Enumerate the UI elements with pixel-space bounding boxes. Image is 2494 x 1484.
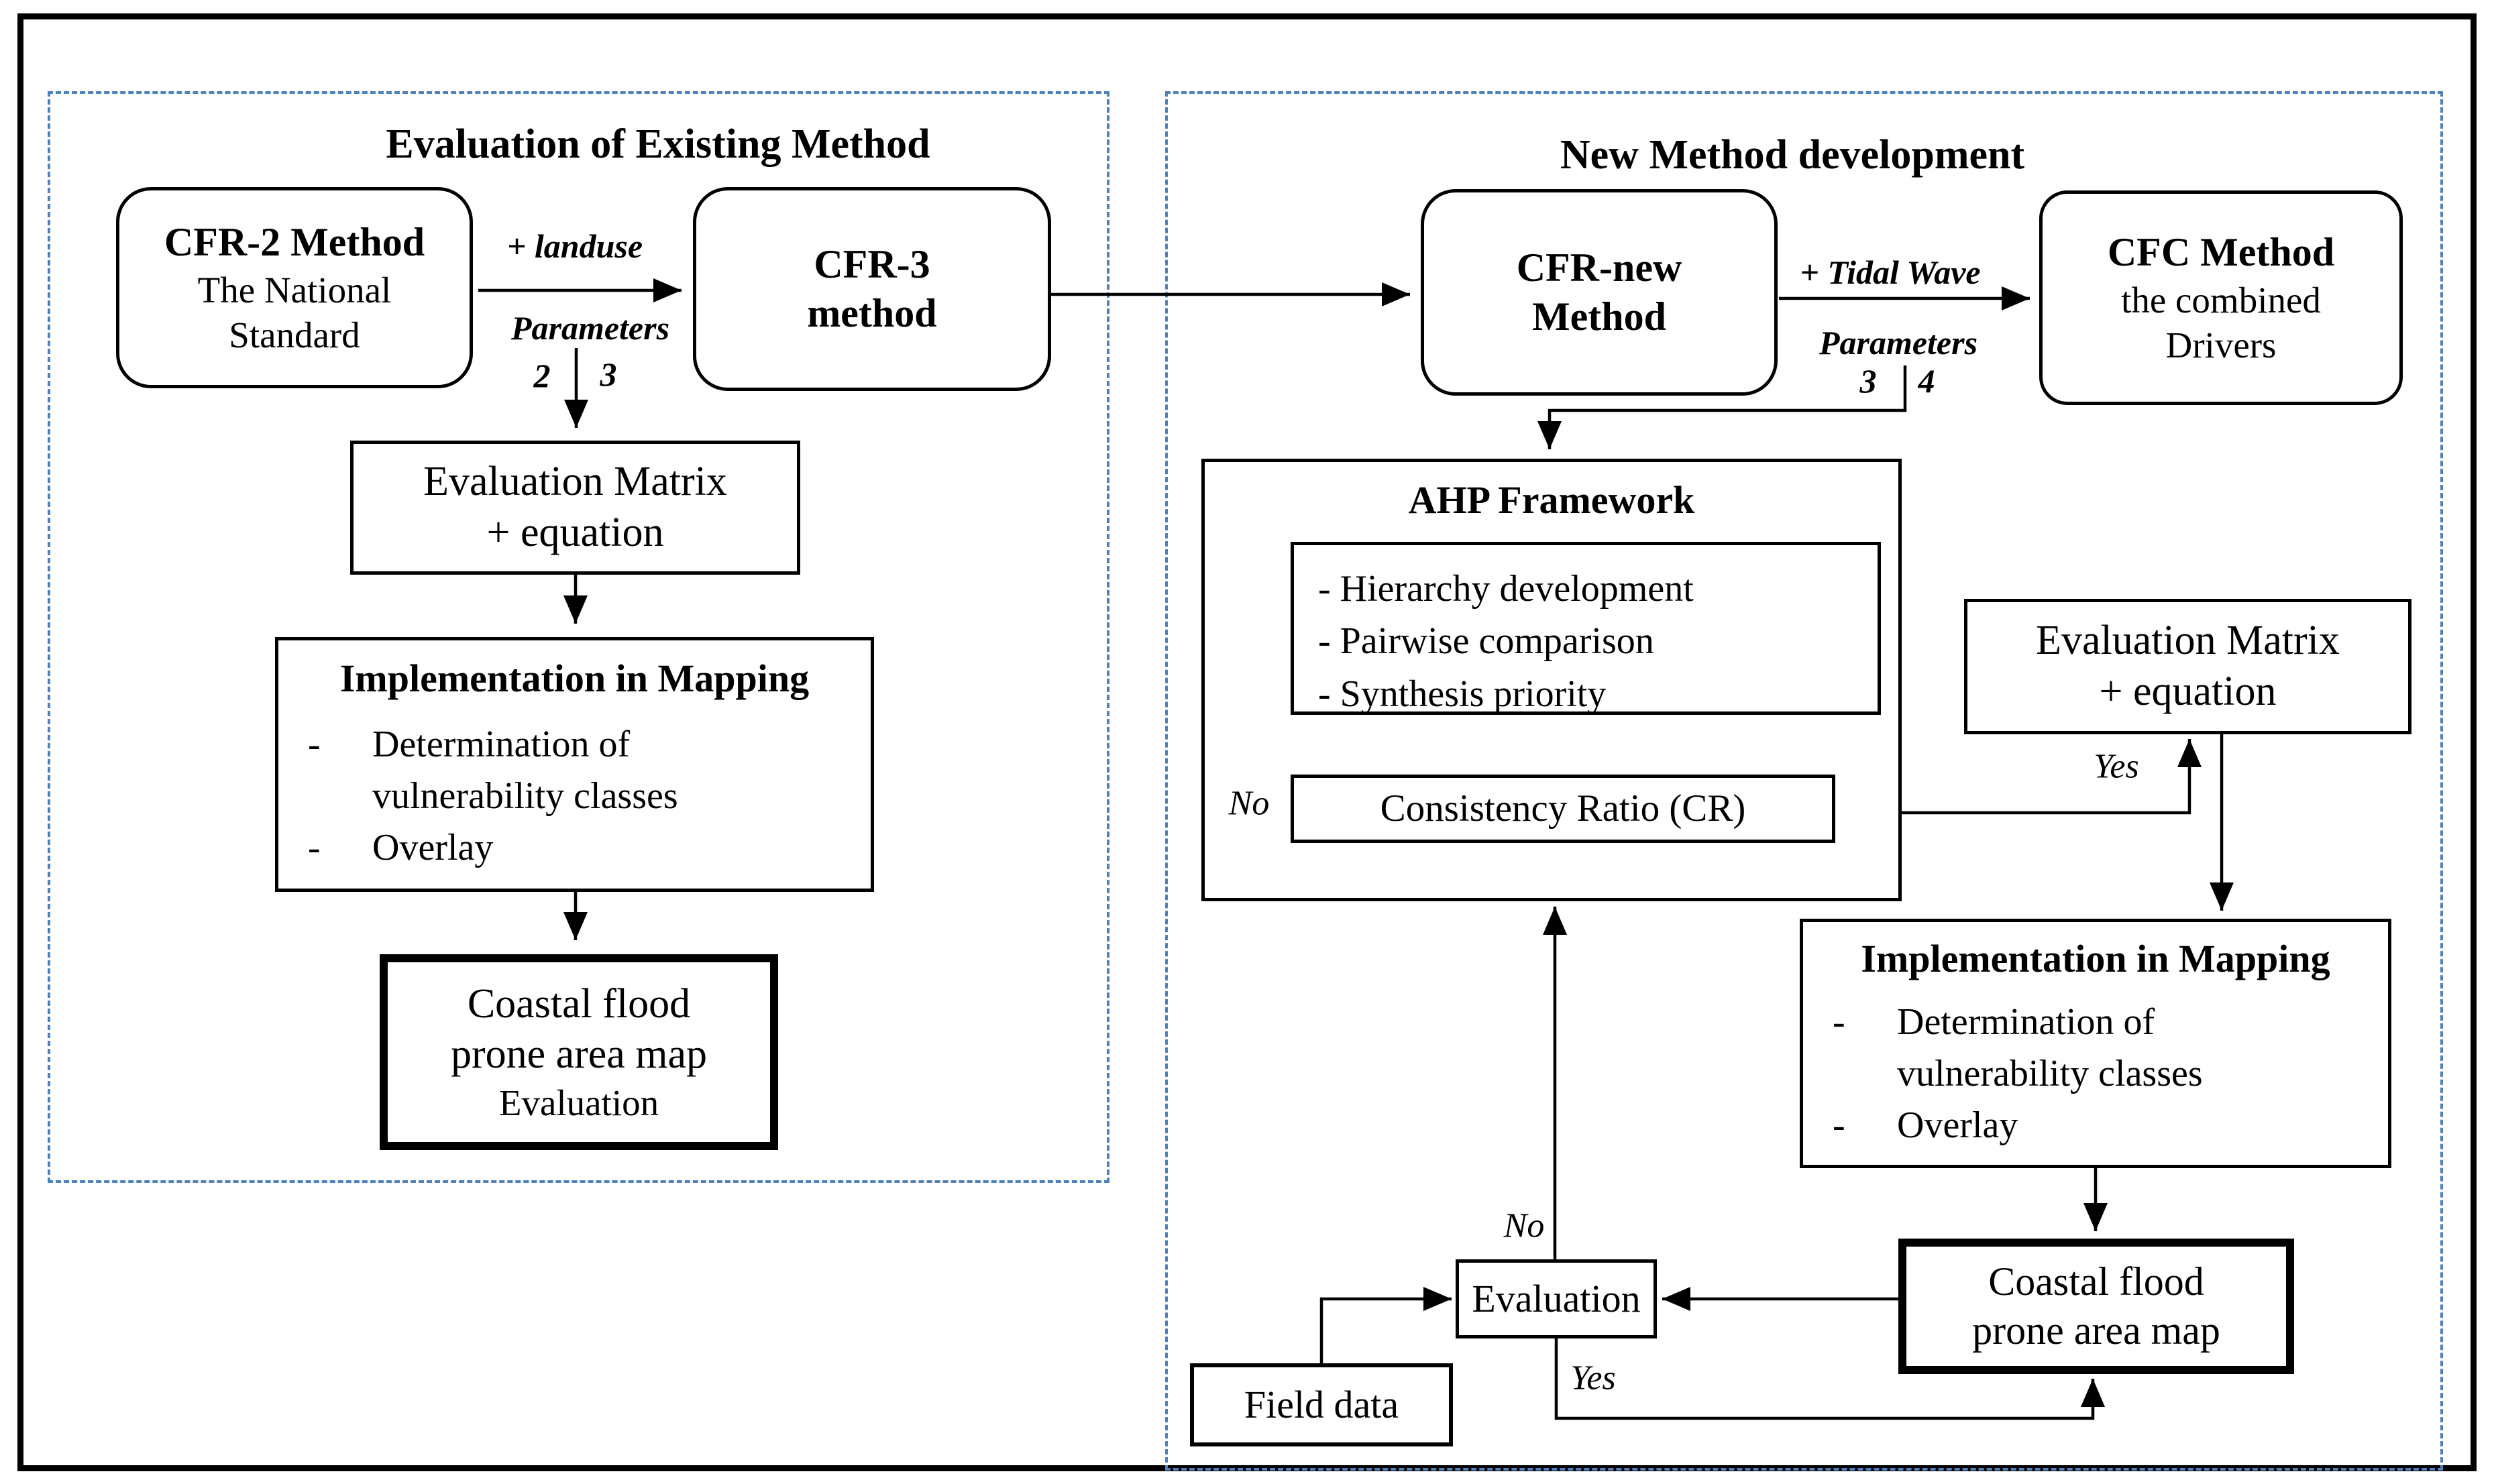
right-panel-border [1165,91,2443,1471]
coastal-right-line2: prone area map [1972,1308,2220,1353]
node-cfc-method: CFC Method the combined Drivers [2039,190,2403,405]
edge-label-landuse: + landuse [506,227,643,265]
list-item: - Synthesis priority [1318,668,1694,720]
coastal-left-line3: Evaluation [498,1082,659,1124]
arrow-cr-yes-to-matrix [1835,739,2202,815]
cfc-subtitle-line2: Drivers [2165,324,2277,365]
bullet-dash: - [308,723,321,765]
bullet-text: Overlay [1897,1104,2018,1147]
node-cfr3-method: CFR-3 method [693,187,1051,391]
node-evaluation-matrix-right: Evaluation Matrix + equation [1964,599,2411,734]
list-item: - Determination of [1833,996,2388,1048]
cfr2-subtitle-line2: Standard [229,314,360,355]
field-data-label: Field data [1244,1382,1399,1426]
node-cfr-new-method: CFR-new Method [1421,189,1778,396]
node-evaluation: Evaluation [1456,1259,1657,1338]
bullet-dash: - [1318,673,1331,715]
cfr2-title: CFR-2 Method [164,220,425,265]
edge-label-param-to-right: 4 [1918,362,1935,400]
node-cfr2-method: CFR-2 Method The National Standard [116,187,473,388]
bullet-text: Determination of [1897,1001,2155,1043]
bullet-text: Hierarchy development [1340,568,1694,610]
edge-label-evaluation-yes: Yes [1570,1359,1616,1397]
coastal-left-line2: prone area map [450,1031,708,1078]
implementation-left-title: Implementation in Mapping [339,657,810,700]
matrix-right-line1: Evaluation Matrix [2036,618,2340,664]
bullet-dash: - [1318,568,1331,610]
bullet-dash: - [1318,620,1331,663]
list-item: - Determination of [308,719,871,770]
cfc-title: CFC Method [2107,230,2335,275]
arrow-fielddata-to-evaluation [1319,1287,1452,1363]
list-item: - Pairwise comparison [1318,615,1694,667]
node-coastal-map-right: Coastal flood prone area map [1898,1239,2294,1374]
list-item: vulnerability classes [308,770,871,822]
cfc-subtitle-line1: the combined [2121,279,2321,321]
bullet-text: Overlay [372,827,494,869]
implementation-left-list: - Determination of vulnerability classes… [278,719,871,874]
evaluation-label: Evaluation [1472,1276,1641,1320]
list-item: - Hierarchy development [1318,563,1694,615]
coastal-left-line1: Coastal flood [467,980,691,1027]
edge-label-cr-no: No [1228,784,1270,823]
left-panel-title: Evaluation of Existing Method [386,121,930,167]
cfrnew-line1: CFR-new [1516,245,1682,290]
list-item: - Overlay [308,822,871,874]
implementation-right-list: - Determination of vulnerability classes… [1803,996,2388,1152]
matrix-left-line1: Evaluation Matrix [423,459,727,505]
bullet-text: Synthesis priority [1340,673,1607,715]
edge-label-evaluation-no: No [1503,1206,1545,1245]
bullet-spacer [308,770,372,822]
node-implementation-left: Implementation in Mapping - Determinatio… [275,637,874,892]
bullet-text: Pairwise comparison [1340,620,1654,663]
implementation-right-title: Implementation in Mapping [1861,937,2330,980]
edge-label-param-to-left: 3 [600,355,617,393]
cfrnew-line2: Method [1532,294,1666,339]
bullet-text: vulnerability classes [372,775,678,817]
cfr3-line1: CFR-3 [814,241,930,286]
node-field-data: Field data [1190,1363,1453,1446]
cfr3-line2: method [807,291,937,335]
bullet-dash: - [308,827,321,869]
edge-label-param-from-right: 3 [1859,362,1877,400]
node-ahp-steps: - Hierarchy development - Pairwise compa… [1291,542,1881,715]
ahp-step-list: - Hierarchy development - Pairwise compa… [1294,545,1700,727]
matrix-right-line2: + equation [2099,669,2277,714]
ahp-title: AHP Framework [1408,478,1695,522]
list-item: vulnerability classes [1833,1048,2388,1100]
bullet-text: vulnerability classes [1897,1053,2203,1095]
edge-label-parameters-right: Parameters [1819,324,1978,361]
edge-label-param-from-left: 2 [533,357,551,394]
arrow-evaluation-yes-to-coastal [1554,1338,2105,1420]
coastal-right-line1: Coastal flood [1988,1259,2204,1304]
node-evaluation-matrix-left: Evaluation Matrix + equation [350,441,800,575]
edge-label-cr-yes: Yes [2094,747,2139,786]
node-implementation-right: Implementation in Mapping - Determinatio… [1800,919,2391,1168]
left-panel-border [48,91,1109,1183]
cr-label: Consistency Ratio (CR) [1380,787,1746,830]
list-item: - Overlay [1833,1100,2388,1151]
bullet-text: Determination of [372,723,631,765]
right-panel-title: New Method development [1560,132,2025,178]
edge-label-tidal-wave: + Tidal Wave [1800,253,1981,291]
node-consistency-ratio: Consistency Ratio (CR) [1291,775,1835,843]
bullet-dash: - [1833,1001,1845,1043]
node-coastal-map-left: Coastal flood prone area map Evaluation [380,954,778,1150]
edge-label-parameters-left: Parameters [510,309,670,347]
bullet-dash: - [1833,1104,1845,1147]
matrix-left-line2: + equation [486,510,664,555]
arrow-parameters-right-to-ahp [1537,365,1907,449]
cfr2-subtitle-line1: The National [197,269,392,310]
bullet-spacer [1833,1048,1897,1100]
